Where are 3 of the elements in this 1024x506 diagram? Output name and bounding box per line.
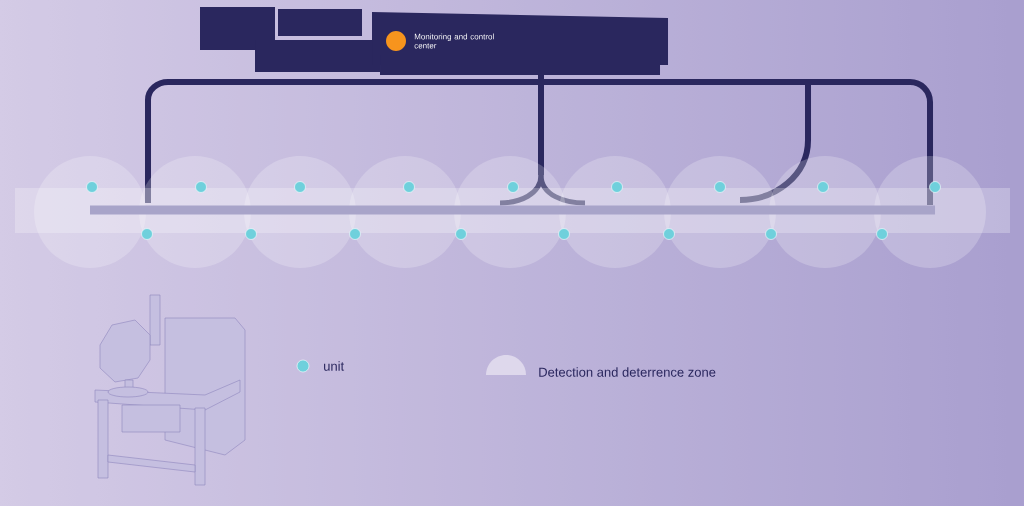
legend-label: unit (324, 361, 345, 371)
legend-label: Detection and deterrence zone (539, 367, 716, 377)
map-label: Monitoring and control center (414, 33, 494, 49)
